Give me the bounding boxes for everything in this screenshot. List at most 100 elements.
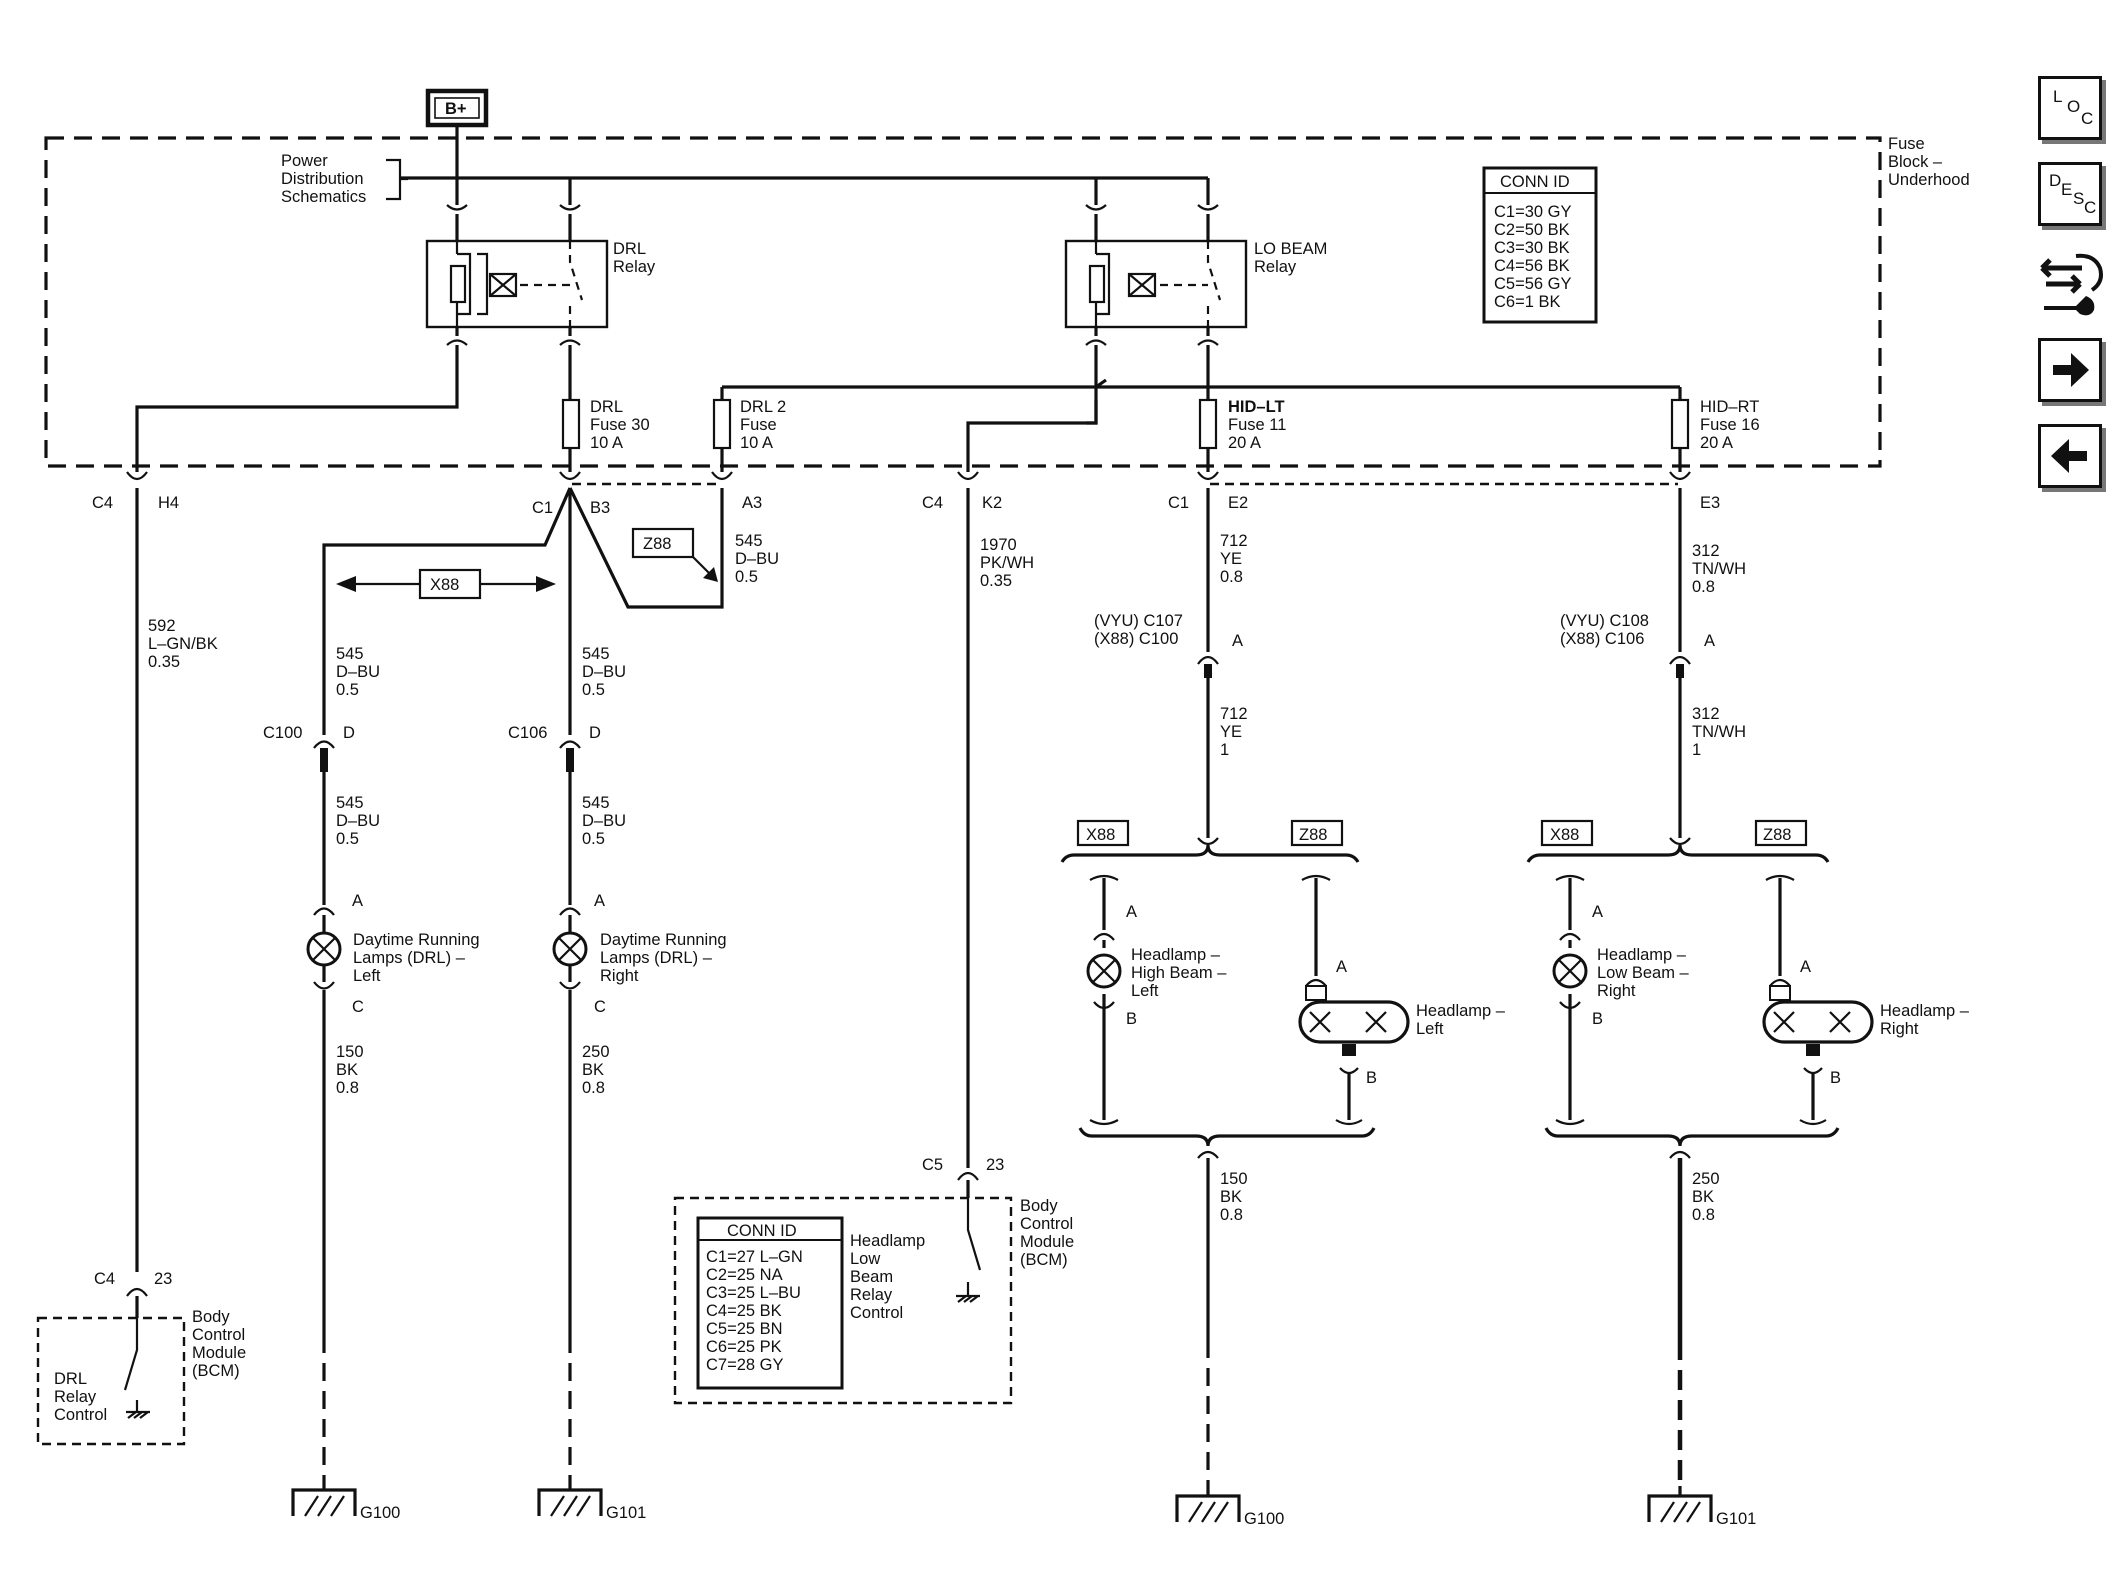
svg-text:1: 1: [1220, 741, 1229, 759]
ground-g100-left: G100: [291, 1488, 400, 1522]
wire-250-left: 250: [582, 1043, 610, 1061]
svg-text:Left: Left: [1416, 1020, 1444, 1038]
svg-text:Beam: Beam: [850, 1268, 893, 1286]
svg-text:Right: Right: [600, 967, 639, 985]
bcm-label-left: Body Control Module (BCM): [192, 1308, 246, 1380]
svg-text:BK: BK: [582, 1061, 604, 1079]
svg-text:A: A: [1336, 958, 1347, 976]
svg-text:23: 23: [154, 1270, 172, 1288]
svg-text:Control: Control: [850, 1304, 903, 1322]
svg-text:Fuse 16: Fuse 16: [1700, 416, 1760, 434]
svg-text:Body: Body: [1020, 1197, 1058, 1215]
svg-text:D–BU: D–BU: [735, 550, 779, 568]
svg-text:Block –: Block –: [1888, 153, 1943, 171]
svg-text:C4=56 BK: C4=56 BK: [1494, 257, 1570, 275]
fuse-hid-lt: [1198, 398, 1218, 450]
svg-text:A: A: [1126, 903, 1137, 921]
svg-text:TN/WH: TN/WH: [1692, 560, 1746, 578]
desc-button[interactable]: D E S C: [2038, 162, 2102, 226]
svg-text:LO BEAM: LO BEAM: [1254, 240, 1327, 258]
option-z88-right: Z88: [1763, 826, 1791, 844]
wire-312-lower: 312: [1692, 705, 1720, 723]
svg-text:C: C: [594, 998, 606, 1016]
loc-button[interactable]: L O C: [2038, 76, 2102, 140]
schematic-wrench-icon[interactable]: [2036, 246, 2106, 320]
wire-312-upper: 312: [1692, 542, 1720, 560]
conn-c107: (VYU) C107 (X88) C100 A: [1094, 612, 1243, 650]
svg-text:0.5: 0.5: [336, 681, 359, 699]
svg-text:0.8: 0.8: [1220, 568, 1243, 586]
svg-text:C1=30 GY: C1=30 GY: [1494, 203, 1572, 221]
svg-text:Headlamp –: Headlamp –: [1880, 1002, 1970, 1020]
headlamp-low-beam-right: A B Headlamp – Low Beam – Right: [1552, 874, 1690, 1120]
svg-text:C2=50 BK: C2=50 BK: [1494, 221, 1570, 239]
conn-c4-h4: C4: [92, 494, 113, 512]
svg-text:0.8: 0.8: [1220, 1206, 1243, 1224]
svg-text:Fuse 11: Fuse 11: [1228, 416, 1286, 434]
svg-text:C2=25 NA: C2=25 NA: [706, 1266, 783, 1284]
svg-text:0.5: 0.5: [735, 568, 758, 586]
svg-text:Distribution: Distribution: [281, 170, 364, 188]
svg-text:20 A: 20 A: [1700, 434, 1733, 452]
option-z88-left: Z88: [1299, 826, 1327, 844]
svg-text:BK: BK: [1220, 1188, 1242, 1206]
svg-text:Right: Right: [1597, 982, 1636, 1000]
svg-text:Power: Power: [281, 152, 328, 170]
wire-712-upper: 712: [1220, 532, 1248, 550]
svg-text:B: B: [1126, 1010, 1137, 1028]
svg-text:(BCM): (BCM): [1020, 1251, 1068, 1269]
wire-150-right: 150: [1220, 1170, 1248, 1188]
svg-text:A: A: [352, 892, 363, 910]
ground-g101-right: G101: [1647, 1494, 1756, 1528]
svg-text:Fuse: Fuse: [1888, 135, 1925, 153]
svg-text:1: 1: [1692, 741, 1701, 759]
conn-c5-23: C5: [922, 1156, 943, 1174]
wire-545-left-upper: 545: [336, 645, 364, 663]
svg-text:Low: Low: [850, 1250, 880, 1268]
svg-text:C6=25 PK: C6=25 PK: [706, 1338, 782, 1356]
svg-text:HID–LT: HID–LT: [1228, 398, 1285, 416]
svg-text:0.8: 0.8: [336, 1079, 359, 1097]
svg-text:Body: Body: [192, 1308, 230, 1326]
arrow-left-icon[interactable]: [2038, 424, 2102, 488]
fuse-drl-label: DRL Fuse 30 10 A: [590, 398, 650, 452]
conn-c108: (VYU) C108 (X88) C106 A: [1560, 612, 1715, 650]
svg-text:B: B: [1830, 1069, 1841, 1087]
fuse-hid-rt: [1670, 398, 1690, 450]
svg-text:Left: Left: [1131, 982, 1159, 1000]
svg-text:D–BU: D–BU: [582, 812, 626, 830]
svg-text:K2: K2: [982, 494, 1002, 512]
battery-positive-label: B+: [445, 100, 467, 118]
svg-text:B: B: [1366, 1069, 1377, 1087]
svg-text:Control: Control: [1020, 1215, 1073, 1233]
bcm-label-middle: Body Control Module (BCM): [1020, 1197, 1074, 1269]
svg-text:E2: E2: [1228, 494, 1248, 512]
svg-text:Control: Control: [192, 1326, 245, 1344]
option-x88-arrow: X88: [336, 568, 556, 600]
svg-text:C3=30 BK: C3=30 BK: [1494, 239, 1570, 257]
svg-text:Headlamp –: Headlamp –: [1597, 946, 1687, 964]
drl-left-lamp: A C Daytime Running Lamps (DRL) – Left: [306, 892, 480, 1016]
svg-text:Left: Left: [353, 967, 381, 985]
arrow-right-icon[interactable]: [2038, 338, 2102, 402]
svg-text:Underhood: Underhood: [1888, 171, 1970, 189]
lo-beam-relay-control-label: Headlamp Low Beam Relay Control: [850, 1232, 925, 1322]
svg-text:C4=25 BK: C4=25 BK: [706, 1302, 782, 1320]
svg-text:0.8: 0.8: [1692, 1206, 1715, 1224]
svg-text:Module: Module: [1020, 1233, 1074, 1251]
wire-712-lower: 712: [1220, 705, 1248, 723]
fuse-drl2: [712, 398, 732, 450]
fuse-block-label: Fuse Block – Underhood: [1888, 135, 1970, 189]
svg-text:Module: Module: [192, 1344, 246, 1362]
svg-text:(X88) C100: (X88) C100: [1094, 630, 1178, 648]
svg-text:Headlamp –: Headlamp –: [1131, 946, 1221, 964]
headlamp-high-beam-left: A B Headlamp – High Beam – Left: [1086, 874, 1227, 1120]
svg-text:High Beam –: High Beam –: [1131, 964, 1227, 982]
svg-text:D: D: [343, 724, 355, 742]
svg-text:(X88) C106: (X88) C106: [1560, 630, 1644, 648]
wire-545-a3: 545: [735, 532, 763, 550]
svg-text:DRL: DRL: [590, 398, 623, 416]
svg-text:Relay: Relay: [54, 1388, 97, 1406]
svg-text:Fuse: Fuse: [740, 416, 777, 434]
